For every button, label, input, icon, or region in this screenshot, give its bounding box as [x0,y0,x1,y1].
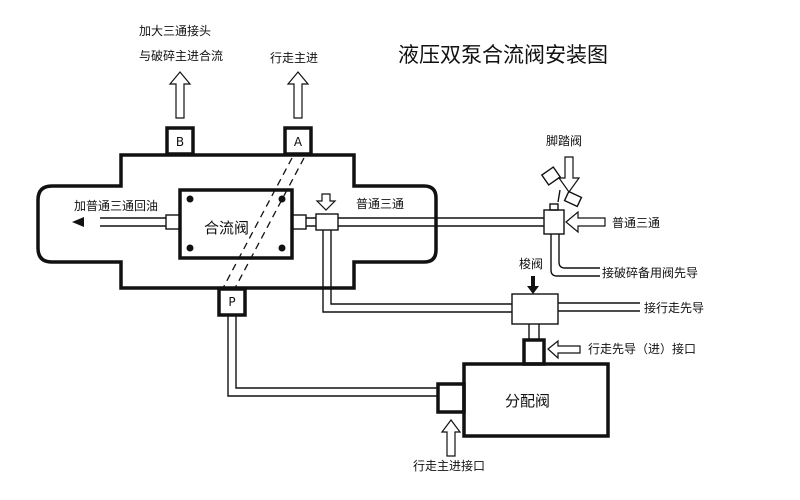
port-p-label: P [228,295,235,309]
pipe-tee-to-far-tee [338,217,544,227]
arrow-up-b [168,71,192,119]
pipe-shuttle-down [528,324,540,340]
label-top-a: 行走主进 [270,51,318,65]
arrow-down-foot-valve [557,156,581,194]
tee-fitting [315,213,339,231]
label-travel-main-inlet: 行走主进接口 [413,458,485,473]
arrow-left-return [72,217,84,227]
bolt-icon [186,195,194,203]
far-tee-cap [549,203,559,211]
arrow-into-far-tee [565,210,606,234]
label-tee-far-right: 普通三通 [612,216,660,230]
label-travel-pilot: 接行走先导 [644,300,704,315]
left-return-pipe [100,217,166,227]
left-fitting [165,214,181,230]
diagram-title: 液压双泵合流阀安装图 [398,43,608,67]
dashed-hose-2 [233,157,305,291]
right-fitting [291,214,307,230]
label-foot-valve: 脚踏阀 [546,133,582,148]
label-shuttle-valve: 梭阀 [519,256,543,271]
dashed-hose-1 [221,157,293,291]
pipe-valve-to-tee [306,217,316,227]
label-top-b-line2: 与破碎主进合流 [139,48,223,63]
pipe-tee-down [322,230,512,313]
arrow-up-a [286,71,310,119]
label-top-b-line1: 加大三通接头 [139,23,211,38]
port-b-label: B [176,135,184,149]
arrow-down-shuttle [527,276,539,294]
port-b-box [165,126,195,156]
bolt-icon [278,244,286,252]
pipe-breaker-pilot [550,234,600,277]
arrow-up-main-inlet [440,419,462,457]
tee-down-arrow [315,193,337,211]
bolt-icon [186,244,194,252]
label-breaker-pilot: 接破碎备用阀先导 [602,265,698,280]
port-a-label: A [294,135,303,149]
label-distribution-valve: 分配阀 [505,392,550,410]
arrow-into-pilot-inlet [547,339,581,360]
bolt-icon [278,195,286,203]
foot-valve-icon [540,166,583,208]
far-tee-fitting [543,209,565,235]
pipe-travel-pilot [558,302,640,312]
main-body [36,153,438,290]
port-p-box [217,287,247,317]
port-a-box [283,126,313,156]
label-left-return: 加普通三通回油 [74,199,158,213]
label-combiner-valve: 合流阀 [204,219,249,237]
label-tee-right: 普通三通 [356,197,404,211]
main-inlet-fitting [436,382,466,414]
pilot-inlet-fitting [522,338,546,366]
shuttle-valve-block [511,293,559,325]
label-travel-pilot-inlet: 行走先导（进）接口 [588,341,696,356]
pipe-p-to-distribution [227,315,438,397]
